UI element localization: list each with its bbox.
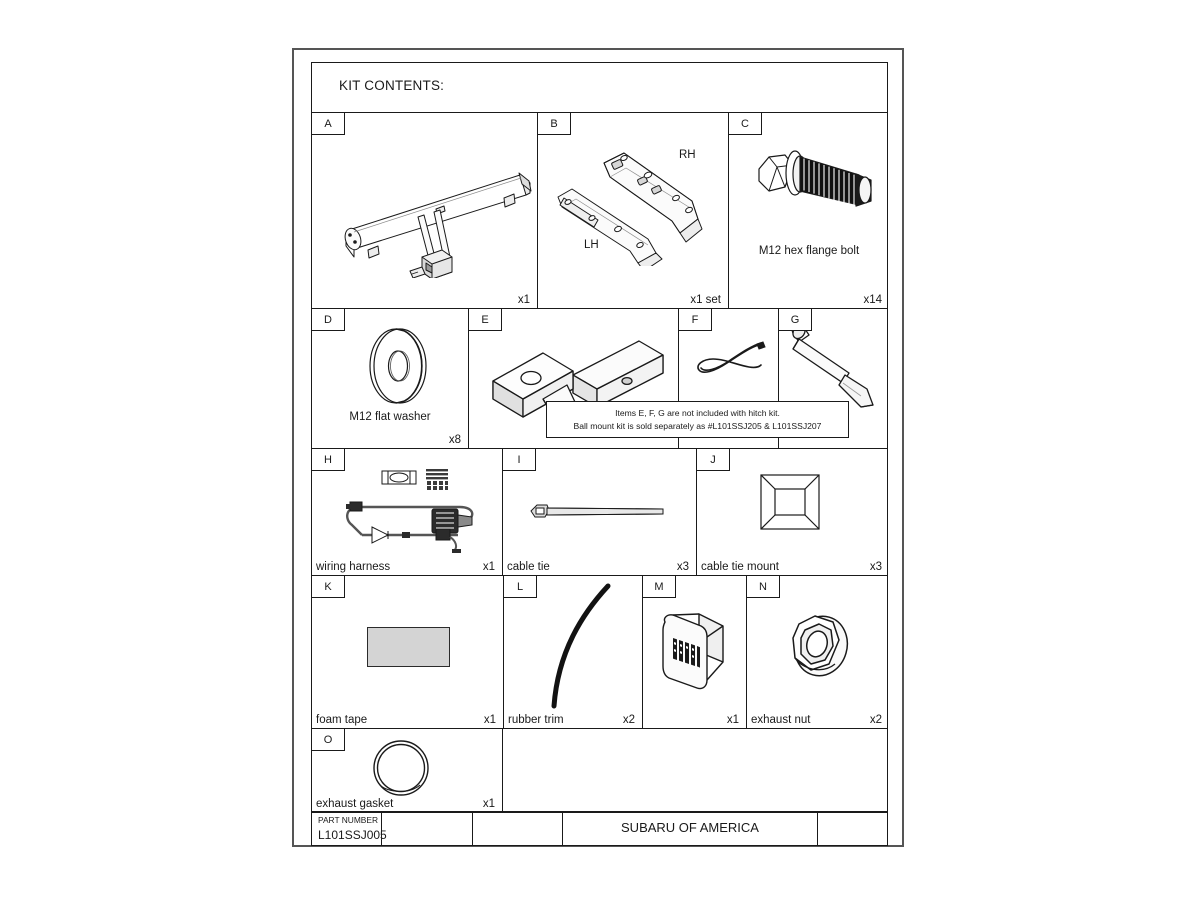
cable-tie-mount-illustration xyxy=(760,474,820,530)
part-letter-h: H xyxy=(312,449,345,471)
part-letter-g: G xyxy=(779,309,812,331)
part-letter-n: N xyxy=(747,576,780,598)
title-block-blank-cell-2 xyxy=(473,812,563,845)
part-cell-b: B xyxy=(538,113,729,308)
part-qty-k: x1 xyxy=(483,714,496,726)
part-cell-a: A xyxy=(312,113,538,308)
company-name: SUBARU OF AMERICA xyxy=(621,820,759,835)
part-name-k: foam tape xyxy=(316,714,368,726)
kit-contents-header: KIT CONTENTS: xyxy=(312,63,887,113)
title-block: PART NUMBER L101SSJ005 SUBARU OF AMERICA xyxy=(312,811,887,845)
parts-row-4: K foam tape x1 L rubber trim x2 M xyxy=(312,576,887,729)
cable-tie-illustration xyxy=(530,504,664,518)
part-cell-e: E xyxy=(469,309,679,448)
hitch-pin-clip-illustration xyxy=(697,341,766,373)
part-qty-d: x8 xyxy=(448,434,461,446)
part-letter-m: M xyxy=(643,576,676,598)
part-cell-c: C xyxy=(729,113,889,308)
kit-contents-sheet: KIT CONTENTS: A xyxy=(311,62,888,846)
part-cell-i: I cable tie x3 xyxy=(503,449,697,575)
parts-row-2: D M12 flat washer x8 E xyxy=(312,309,887,449)
foam-tape-illustration xyxy=(367,627,450,667)
part-letter-d: D xyxy=(312,309,345,331)
rubber-trim-illustration xyxy=(551,583,611,709)
parts-row-5: O exhaust gasket x1 xyxy=(312,729,887,813)
note-line-2: Ball mount kit is sold separately as #L1… xyxy=(573,420,822,431)
part-name-h: wiring harness xyxy=(316,561,391,573)
part-letter-e: E xyxy=(469,309,502,331)
part-cell-h: H xyxy=(312,449,503,575)
bracket-label-lh: LH xyxy=(584,239,599,251)
m12-flat-washer-illustration xyxy=(369,328,427,404)
parts-not-included-note: Items E, F, G are not included with hitc… xyxy=(546,401,849,438)
trailer-hitch-crossbar-illustration xyxy=(344,172,532,278)
part-qty-m: x1 xyxy=(726,714,739,726)
part-number-label: PART NUMBER xyxy=(318,815,379,825)
title-block-blank-cell-1 xyxy=(382,812,473,845)
exhaust-nut-illustration xyxy=(792,615,849,677)
m12-hex-flange-bolt-illustration xyxy=(758,150,872,207)
bracket-label-rh: RH xyxy=(679,149,696,161)
part-qty-h: x1 xyxy=(482,561,495,573)
part-name-o: exhaust gasket xyxy=(316,798,394,810)
parts-row-1: A xyxy=(312,113,887,309)
part-qty-o: x1 xyxy=(482,798,495,810)
part-qty-n: x2 xyxy=(869,714,882,726)
part-letter-f: F xyxy=(679,309,712,331)
note-line-1: Items E, F, G are not included with hitc… xyxy=(615,408,780,419)
part-letter-l: L xyxy=(504,576,537,598)
part-qty-i: x3 xyxy=(676,561,689,573)
part-cell-f: F xyxy=(679,309,779,448)
part-qty-c: x14 xyxy=(863,294,882,306)
part-qty-b: x1 set xyxy=(690,294,721,306)
subaru-hitch-cover-illustration xyxy=(662,613,724,690)
part-name-d: M12 flat washer xyxy=(349,411,431,423)
title-block-blank-cell-3 xyxy=(818,812,889,845)
part-letter-a: A xyxy=(312,113,345,135)
part-cell-g: G xyxy=(779,309,889,448)
part-qty-a: x1 xyxy=(517,294,530,306)
title-block-part-number-cell: PART NUMBER L101SSJ005 xyxy=(312,812,387,845)
part-letter-o: O xyxy=(312,729,345,751)
part-letter-j: J xyxy=(697,449,730,471)
parts-row-3: H xyxy=(312,449,887,576)
part-name-j: cable tie mount xyxy=(701,561,779,573)
part-cell-n: N exhaust nut x2 xyxy=(747,576,889,728)
part-name-c: M12 hex flange bolt xyxy=(758,245,860,257)
exhaust-gasket-illustration xyxy=(373,740,429,796)
part-name-i: cable tie xyxy=(507,561,550,573)
side-bracket-pair-illustration xyxy=(557,152,703,266)
part-cell-o: O exhaust gasket x1 xyxy=(312,729,503,812)
part-letter-k: K xyxy=(312,576,345,598)
title-block-company-cell: SUBARU OF AMERICA xyxy=(563,812,818,845)
part-letter-i: I xyxy=(503,449,536,471)
part-cell-m: M xyxy=(643,576,747,728)
part-name-l: rubber trim xyxy=(508,714,564,726)
part-cell-k: K foam tape x1 xyxy=(312,576,504,728)
part-qty-j: x3 xyxy=(869,561,882,573)
wiring-harness-illustration xyxy=(346,469,474,553)
part-name-n: exhaust nut xyxy=(751,714,811,726)
part-number-value: L101SSJ005 xyxy=(318,828,387,842)
part-cell-l: L rubber trim x2 xyxy=(504,576,643,728)
part-qty-l: x2 xyxy=(622,714,635,726)
part-letter-b: B xyxy=(538,113,571,135)
part-cell-d: D M12 flat washer x8 xyxy=(312,309,469,448)
part-cell-j: J cable tie mount x3 xyxy=(697,449,889,575)
hitch-pin-illustration xyxy=(791,324,874,408)
page-title: KIT CONTENTS: xyxy=(339,78,445,93)
empty-cell-row5 xyxy=(503,729,889,812)
part-letter-c: C xyxy=(729,113,762,135)
ball-mount-illustration xyxy=(492,340,664,430)
